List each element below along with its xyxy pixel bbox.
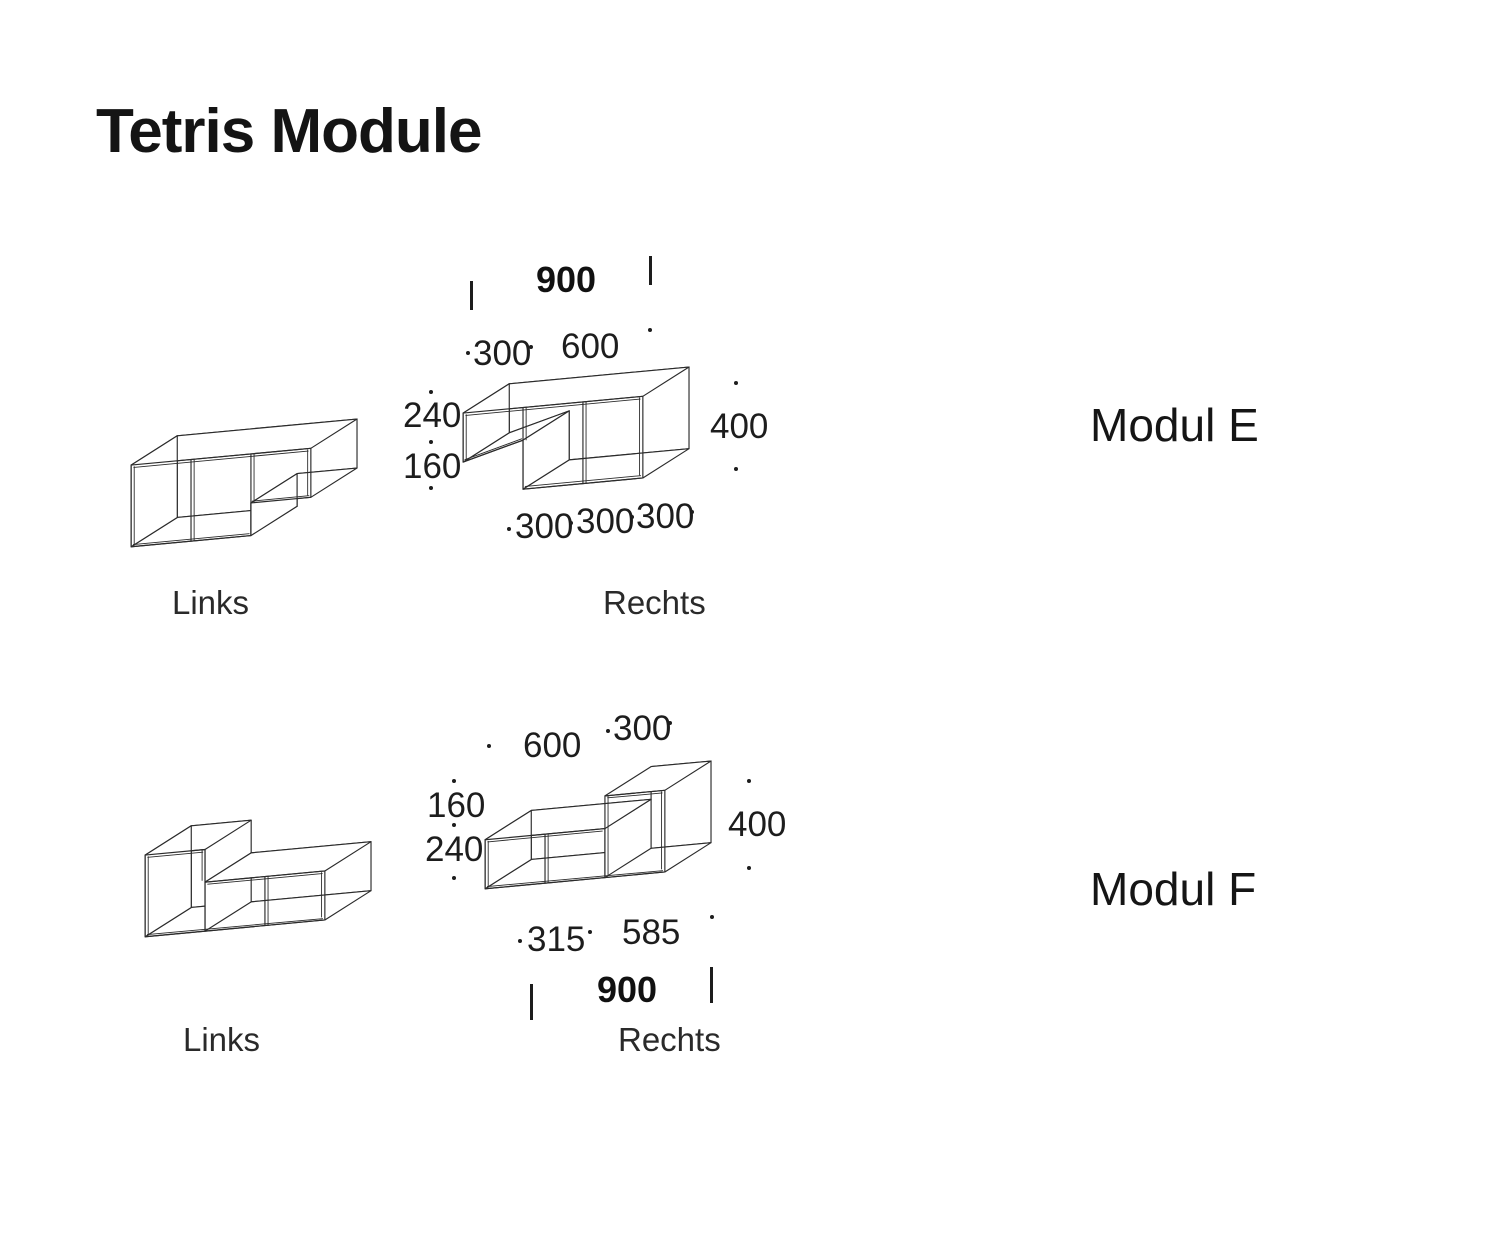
dim-dot [507, 527, 511, 531]
dim-f-bottom-b: 585 [622, 913, 681, 952]
page-title: Tetris Module [96, 97, 482, 166]
dim-dot [690, 510, 694, 514]
dim-dot [529, 345, 533, 349]
dim-f-right: 400 [728, 805, 787, 844]
dim-dot [588, 930, 592, 934]
dim-dot [487, 744, 491, 748]
module-f-title: Modul F [1090, 863, 1257, 915]
dim-dot [452, 779, 456, 783]
module-e-title: Modul E [1090, 399, 1259, 451]
module-e-rechts-label: Rechts [603, 584, 706, 621]
module-e-links-drawing [130, 418, 358, 548]
module-f-rechts-drawing [484, 760, 712, 890]
dim-f-left-a: 160 [427, 786, 486, 825]
dim-dot [747, 866, 751, 870]
dim-e-right: 400 [710, 407, 769, 446]
module-f-links-label: Links [183, 1021, 261, 1058]
dim-tick [710, 967, 713, 1003]
dim-e-bottom-c: 300 [636, 497, 695, 536]
dim-f-left-b: 240 [425, 830, 484, 869]
dim-dot [734, 381, 738, 385]
dim-f-top-a: 600 [523, 726, 582, 765]
dim-dot [648, 328, 652, 332]
dim-e-left-a: 240 [403, 396, 462, 435]
dim-dot [668, 721, 672, 725]
dim-dot [569, 521, 573, 525]
dim-tick [470, 281, 473, 310]
dim-tick [649, 256, 652, 285]
dim-e-top-b: 600 [561, 327, 620, 366]
dim-e-overall-width: 900 [536, 259, 597, 300]
module-e-rechts-drawing [462, 366, 690, 490]
dim-e-bottom-b: 300 [576, 502, 635, 541]
dim-dot [606, 729, 610, 733]
dim-e-bottom-a: 300 [515, 507, 574, 546]
dim-dot [452, 823, 456, 827]
dim-dot [734, 467, 738, 471]
dim-f-bottom-a: 315 [527, 920, 586, 959]
dim-dot [429, 440, 433, 444]
module-f-rechts-label: Rechts [618, 1021, 721, 1058]
module-e-links-label: Links [172, 584, 250, 621]
dim-dot [747, 779, 751, 783]
dim-dot [710, 915, 714, 919]
dim-tick [530, 984, 533, 1020]
dim-dot [518, 939, 522, 943]
dim-f-top-b: 300 [613, 709, 672, 748]
dim-dot [429, 390, 433, 394]
module-f-links-drawing [144, 819, 372, 938]
dim-e-top-a: 300 [473, 334, 532, 373]
dim-dot [630, 515, 634, 519]
dim-e-left-b: 160 [403, 447, 462, 486]
dim-dot [466, 351, 470, 355]
dim-f-overall-width: 900 [597, 969, 658, 1010]
dim-dot [429, 486, 433, 490]
dim-dot [452, 876, 456, 880]
